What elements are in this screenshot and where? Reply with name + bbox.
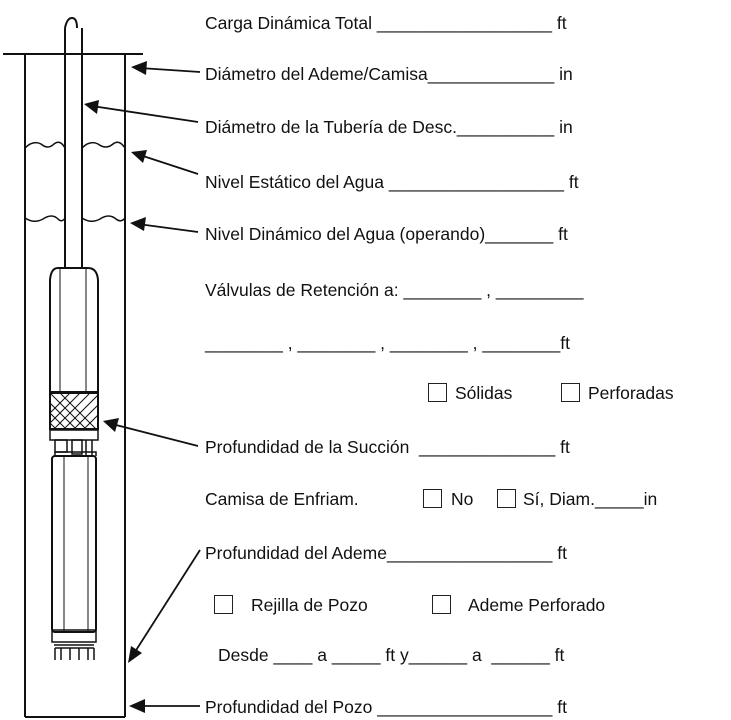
drop-pipe bbox=[64, 16, 83, 268]
check-valves-line2: ________ , ________ , ________ , _______… bbox=[205, 333, 570, 353]
check-valves-line1: Válvulas de Retención a: ________ , ____… bbox=[205, 280, 584, 300]
cooling-yes-checkbox[interactable] bbox=[497, 489, 516, 508]
arrow-casing-diameter-head bbox=[131, 61, 147, 75]
well-depth-field: Profundidad del Pozo __________________ … bbox=[205, 697, 567, 717]
motor bbox=[51, 455, 97, 660]
perforated-casing-label: Ademe Perforado bbox=[468, 595, 606, 615]
pump-body bbox=[49, 267, 99, 393]
cooling-sleeve-label: Camisa de Enfriam. bbox=[205, 489, 359, 509]
arrow-pipe-diameter-head bbox=[84, 100, 99, 114]
drop-pipe-diameter-field: Diámetro de la Tubería de Desc._________… bbox=[205, 117, 573, 137]
casing-depth-field: Profundidad del Ademe_________________ f… bbox=[205, 543, 567, 563]
perforated-checkbox[interactable] bbox=[561, 383, 580, 402]
perforated-label: Perforadas bbox=[588, 383, 674, 403]
arrow-dynamic-level-head bbox=[130, 217, 146, 231]
arrow-casing-depth-head bbox=[128, 646, 142, 663]
cooling-no-label: No bbox=[451, 489, 474, 509]
perforated-casing-checkbox[interactable] bbox=[432, 595, 451, 614]
solid-label: Sólidas bbox=[455, 383, 513, 403]
cooling-no-checkbox[interactable] bbox=[423, 489, 442, 508]
static-water-level-field: Nivel Estático del Agua ________________… bbox=[205, 172, 579, 192]
well-screen-checkbox[interactable] bbox=[214, 595, 233, 614]
arrows bbox=[91, 67, 201, 707]
arrow-heads bbox=[84, 61, 147, 713]
solid-checkbox[interactable] bbox=[428, 383, 447, 402]
static-water-level bbox=[24, 141, 126, 149]
well-screen-label: Rejilla de Pozo bbox=[251, 595, 368, 615]
from-to-field: Desde ____ a _____ ft y______ a ______ f… bbox=[218, 645, 565, 665]
coupling bbox=[49, 429, 99, 456]
dynamic-water-level bbox=[24, 215, 126, 222]
total-dynamic-head-field: Carga Dinámica Total __________________ … bbox=[205, 13, 567, 33]
arrow-static-level-head bbox=[131, 150, 147, 163]
cooling-yes-label: Sí, Diam._____in bbox=[523, 489, 658, 509]
suction-depth-field: Profundidad de la Succión ______________… bbox=[205, 437, 570, 457]
intake-screen bbox=[49, 392, 99, 430]
arrow-well-depth-head bbox=[129, 699, 145, 713]
dynamic-water-level-field: Nivel Dinámico del Agua (operando)______… bbox=[205, 224, 568, 244]
casing-diameter-field: Diámetro del Ademe/Camisa_____________ i… bbox=[205, 64, 573, 84]
arrow-suction-head bbox=[103, 418, 119, 432]
